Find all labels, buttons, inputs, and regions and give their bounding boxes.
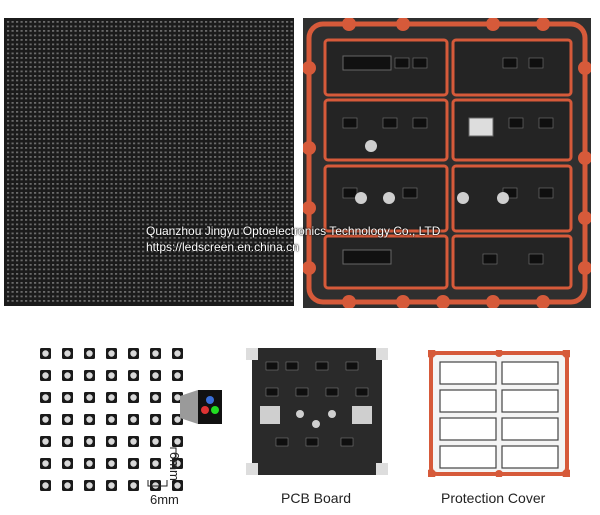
led-pixel-lens xyxy=(174,416,181,423)
led-pixel-lens xyxy=(108,416,115,423)
led-pixel-lens xyxy=(174,394,181,401)
led-module-front-image xyxy=(4,18,294,306)
led-pixel-lens xyxy=(130,394,137,401)
horizontal-pitch-label: 6mm xyxy=(150,492,179,507)
led-pixel-lens xyxy=(42,394,49,401)
led-pixel-grid xyxy=(40,348,183,491)
led-pixel-lens xyxy=(152,416,159,423)
led-pixel-lens xyxy=(152,350,159,357)
led-pixel-lens xyxy=(42,350,49,357)
led-module-back-image xyxy=(303,18,591,308)
led-pixel-lens xyxy=(174,482,181,489)
led-pixel-lens xyxy=(108,372,115,379)
watermark-company: Quanzhou Jingyu Optoelectronics Technolo… xyxy=(146,224,441,238)
led-pixel-lens xyxy=(152,438,159,445)
led-pixel-lens xyxy=(174,372,181,379)
led-pixel-lens xyxy=(42,372,49,379)
led-pixel-lens xyxy=(64,438,71,445)
led-pixel-lens xyxy=(130,416,137,423)
watermark-url: https://ledscreen.en.china.cn xyxy=(146,240,299,254)
led-pixel-lens xyxy=(64,350,71,357)
led-pixel-lens xyxy=(64,482,71,489)
protection-cover-image xyxy=(428,350,570,477)
led-pixel-lens xyxy=(42,438,49,445)
magnifier-pointer xyxy=(180,390,198,424)
led-pixel-lens xyxy=(130,460,137,467)
led-pixel-lens xyxy=(108,438,115,445)
led-pixel-lens xyxy=(108,394,115,401)
protection-cover-caption: Protection Cover xyxy=(441,490,546,506)
led-pixel-lens xyxy=(108,350,115,357)
led-pixel-lens xyxy=(86,372,93,379)
led-pixel-lens xyxy=(64,416,71,423)
led-pixel-lens xyxy=(42,460,49,467)
led-pixel-lens xyxy=(42,416,49,423)
rgb-pixel-closeup xyxy=(198,390,222,424)
led-pixel-lens xyxy=(174,438,181,445)
led-pixel-lens xyxy=(86,438,93,445)
led-pixel-lens xyxy=(130,350,137,357)
led-pixel-lens xyxy=(130,482,137,489)
led-pixel-lens xyxy=(86,460,93,467)
led-pixel-lens xyxy=(152,372,159,379)
led-pixel-lens xyxy=(64,372,71,379)
led-pixel-lens xyxy=(130,438,137,445)
led-pixel-lens xyxy=(152,460,159,467)
vertical-pitch-label: 6mm xyxy=(167,452,182,481)
led-pixel-lens xyxy=(42,482,49,489)
vertical-dimension-bracket xyxy=(170,447,177,469)
pixel-pitch-diagram xyxy=(40,348,222,491)
led-pixel-lens xyxy=(64,460,71,467)
led-pixel-lens xyxy=(108,482,115,489)
led-pixel-lens xyxy=(108,460,115,467)
led-pixel-lens xyxy=(86,350,93,357)
horizontal-dimension-bracket xyxy=(147,480,168,487)
led-pixel-lens xyxy=(152,394,159,401)
led-pixel-lens xyxy=(86,394,93,401)
led-pixel-lens xyxy=(174,350,181,357)
pcb-board-caption: PCB Board xyxy=(281,490,352,506)
led-pixel-lens xyxy=(86,482,93,489)
led-pixel-lens xyxy=(130,372,137,379)
pcb-board-image xyxy=(246,348,388,475)
led-pixel-lens xyxy=(86,416,93,423)
led-pixel-lens xyxy=(64,394,71,401)
